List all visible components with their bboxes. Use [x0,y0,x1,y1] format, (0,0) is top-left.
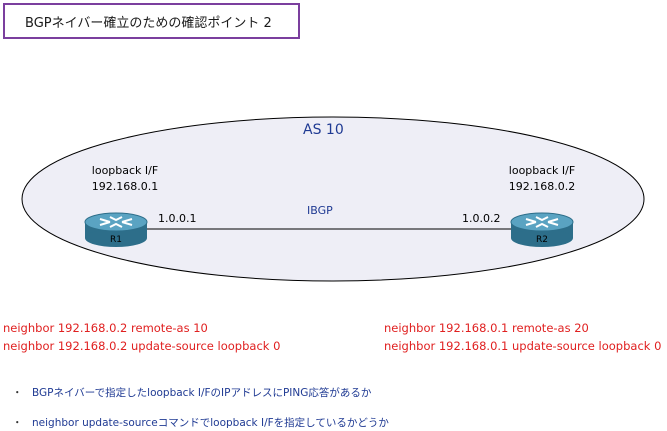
router-r1-icon[interactable]: R1 [84,212,148,247]
router-r1-name: R1 [110,235,122,245]
as-label: AS 10 [303,122,344,138]
r1-loopback-label: loopback I/F [91,164,159,177]
r2-config-line: neighbor 192.168.0.1 update-source loopb… [384,339,662,353]
bullet-marker: ・ [12,417,23,429]
bullet-marker: ・ [12,387,23,399]
r1-config-line: neighbor 192.168.0.2 update-source loopb… [3,339,281,353]
r2-loopback-ip: 192.168.0.2 [508,180,576,193]
r1-loopback-ip: 192.168.0.1 [91,180,159,193]
bullet-item: ・ BGPネイバーで指定したloopback I/FのIPアドレスにPING応答が… [12,385,371,400]
diagram-title: BGPネイバー確立のための確認ポイント 2 [3,3,300,39]
diagram-title-text: BGPネイバー確立のための確認ポイント 2 [25,15,272,31]
ibgp-label: IBGP [307,204,333,217]
router-r2-name: R2 [536,235,548,245]
r2-config: neighbor 192.168.0.1 remote-as 20 neighb… [384,319,661,355]
bullet-item: ・ neighbor update-sourceコマンドでloopback I/F… [12,415,389,430]
r1-link-ip: 1.0.0.1 [158,212,197,225]
as-area [21,116,645,282]
bullet-text: neighbor update-sourceコマンドでloopback I/Fを… [32,417,389,429]
router-r2-icon[interactable]: R2 [510,212,574,247]
r2-loopback: loopback I/F 192.168.0.2 [487,163,597,195]
r1-config-line: neighbor 192.168.0.2 remote-as 10 [3,321,208,335]
r2-loopback-label: loopback I/F [508,164,576,177]
r1-config: neighbor 192.168.0.2 remote-as 10 neighb… [3,319,280,355]
r2-link-ip: 1.0.0.2 [462,212,501,225]
bullet-text: BGPネイバーで指定したloopback I/FのIPアドレスにPING応答があ… [32,387,372,399]
r1-loopback: loopback I/F 192.168.0.1 [70,163,180,195]
r2-config-line: neighbor 192.168.0.1 remote-as 20 [384,321,589,335]
